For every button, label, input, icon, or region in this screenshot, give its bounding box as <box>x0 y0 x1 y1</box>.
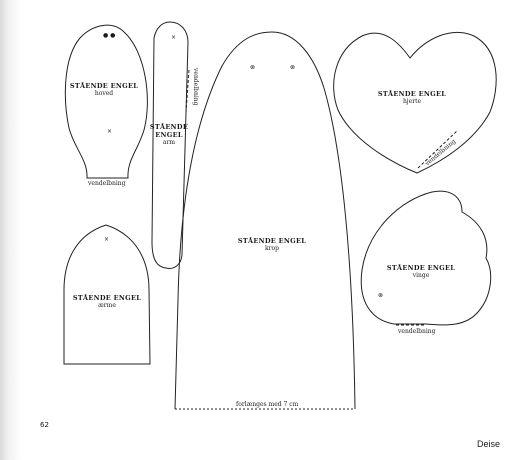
wing-fold-note: vendelbning <box>398 328 436 335</box>
heart-outline <box>333 31 497 174</box>
sleeve-mark: × <box>104 236 110 243</box>
heart-fold-line <box>417 129 459 169</box>
book-spine-shadow <box>0 0 22 460</box>
body-outline <box>174 31 356 410</box>
body-label: STÅENDE ENGEL krop <box>230 237 314 253</box>
body-title: STÅENDE ENGEL <box>237 237 307 245</box>
arm-fold-note: vendelbning <box>192 68 199 106</box>
sleeve-title: STÅENDE ENGEL <box>72 294 142 302</box>
page-number: 62 <box>40 421 49 429</box>
credit-text: Deise <box>477 439 501 449</box>
sleeve-label: STÅENDE ENGEL ærme <box>64 294 150 310</box>
arm-title: STÅENDE ENGEL <box>149 123 189 139</box>
arm-mark: × <box>171 34 177 41</box>
head-eye-marks: ● ● <box>103 32 116 39</box>
arm-outline <box>151 21 189 269</box>
body-button-mark-right: ⊗ <box>290 64 296 71</box>
head-sub: hoved <box>94 90 114 97</box>
heart-label: STÅENDE ENGEL hjerte <box>374 90 450 106</box>
wing-title: STÅENDE ENGEL <box>386 264 456 272</box>
heart-sub: hjerte <box>402 98 422 105</box>
body-sub: krop <box>265 245 279 252</box>
wing-outline <box>360 190 492 326</box>
arm-fold-line <box>185 69 190 113</box>
head-mouth-mark: × <box>107 128 113 135</box>
wing-button-mark: ⊗ <box>378 292 384 299</box>
head-title: STÅENDE ENGEL <box>69 82 139 90</box>
arm-sub: arm <box>162 139 176 146</box>
sleeve-outline <box>63 224 151 365</box>
wing-sub: vinge <box>412 272 430 279</box>
body-extend-note: forlænges med 7 cm <box>236 401 299 408</box>
head-label: STÅENDE ENGEL hoved <box>62 82 146 98</box>
heart-title: STÅENDE ENGEL <box>377 90 447 98</box>
arm-label: STÅENDE ENGEL arm <box>148 123 190 147</box>
sleeve-sub: ærme <box>98 302 116 309</box>
head-fold-note: vendelbning <box>88 180 126 187</box>
head-outline <box>64 24 148 179</box>
body-button-mark-left: ⊗ <box>250 64 256 71</box>
wing-label: STÅENDE ENGEL vinge <box>382 264 460 280</box>
